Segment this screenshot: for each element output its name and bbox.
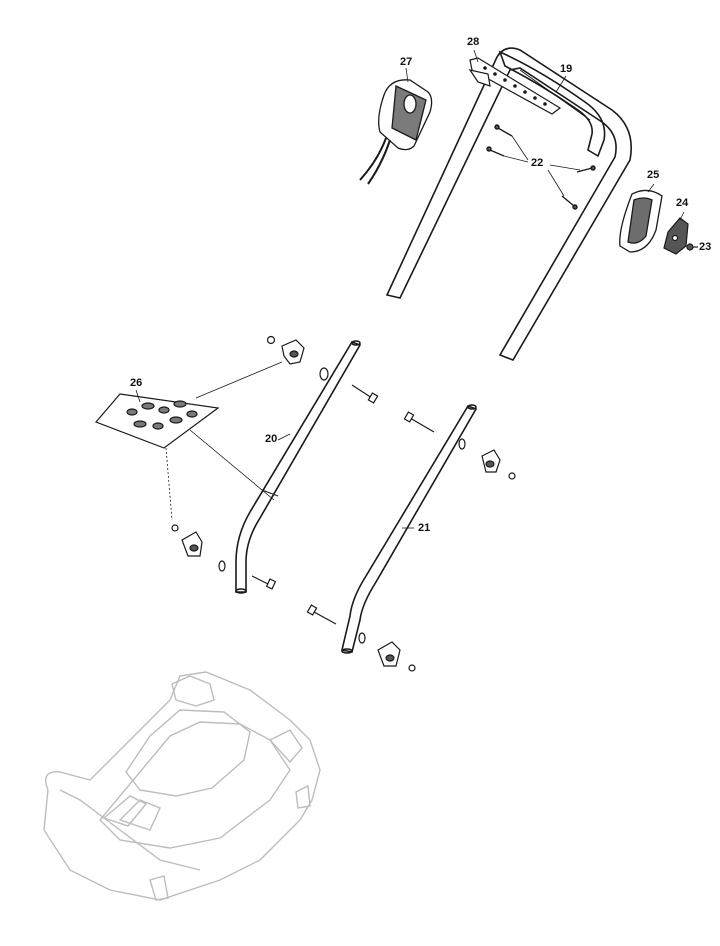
fastener-set-left-lower[interactable] xyxy=(171,524,277,590)
callout-23: 23 xyxy=(699,241,712,253)
callout-24: 24 xyxy=(676,197,689,209)
fastener-set-left-upper[interactable] xyxy=(266,335,379,404)
upper-handle-part-19[interactable] xyxy=(385,47,632,361)
hardware-kit-part-26[interactable] xyxy=(94,361,283,521)
callout-28: 28 xyxy=(467,36,480,48)
callout-leaders xyxy=(135,49,698,529)
callout-21: 21 xyxy=(418,522,431,534)
callout-26: 26 xyxy=(130,377,143,389)
lower-handle-part-21[interactable] xyxy=(341,404,478,654)
callout-22: 22 xyxy=(531,157,544,169)
lower-handle-part-20[interactable] xyxy=(235,340,362,594)
cable-clip-part-28[interactable] xyxy=(468,57,562,115)
bracket-part-24[interactable] xyxy=(663,217,689,255)
callout-27: 27 xyxy=(400,56,413,68)
switch-box-part-27[interactable] xyxy=(359,79,433,185)
mower-deck-ghost xyxy=(43,671,321,901)
fastener-set-right-lower[interactable] xyxy=(306,604,416,672)
lever-cover-part-25[interactable] xyxy=(619,189,663,253)
callout-25: 25 xyxy=(647,169,660,181)
callout-20: 20 xyxy=(265,433,278,445)
callout-19: 19 xyxy=(560,63,573,75)
fastener-set-right-upper[interactable] xyxy=(403,411,516,480)
screws-part-22[interactable] xyxy=(486,124,596,210)
